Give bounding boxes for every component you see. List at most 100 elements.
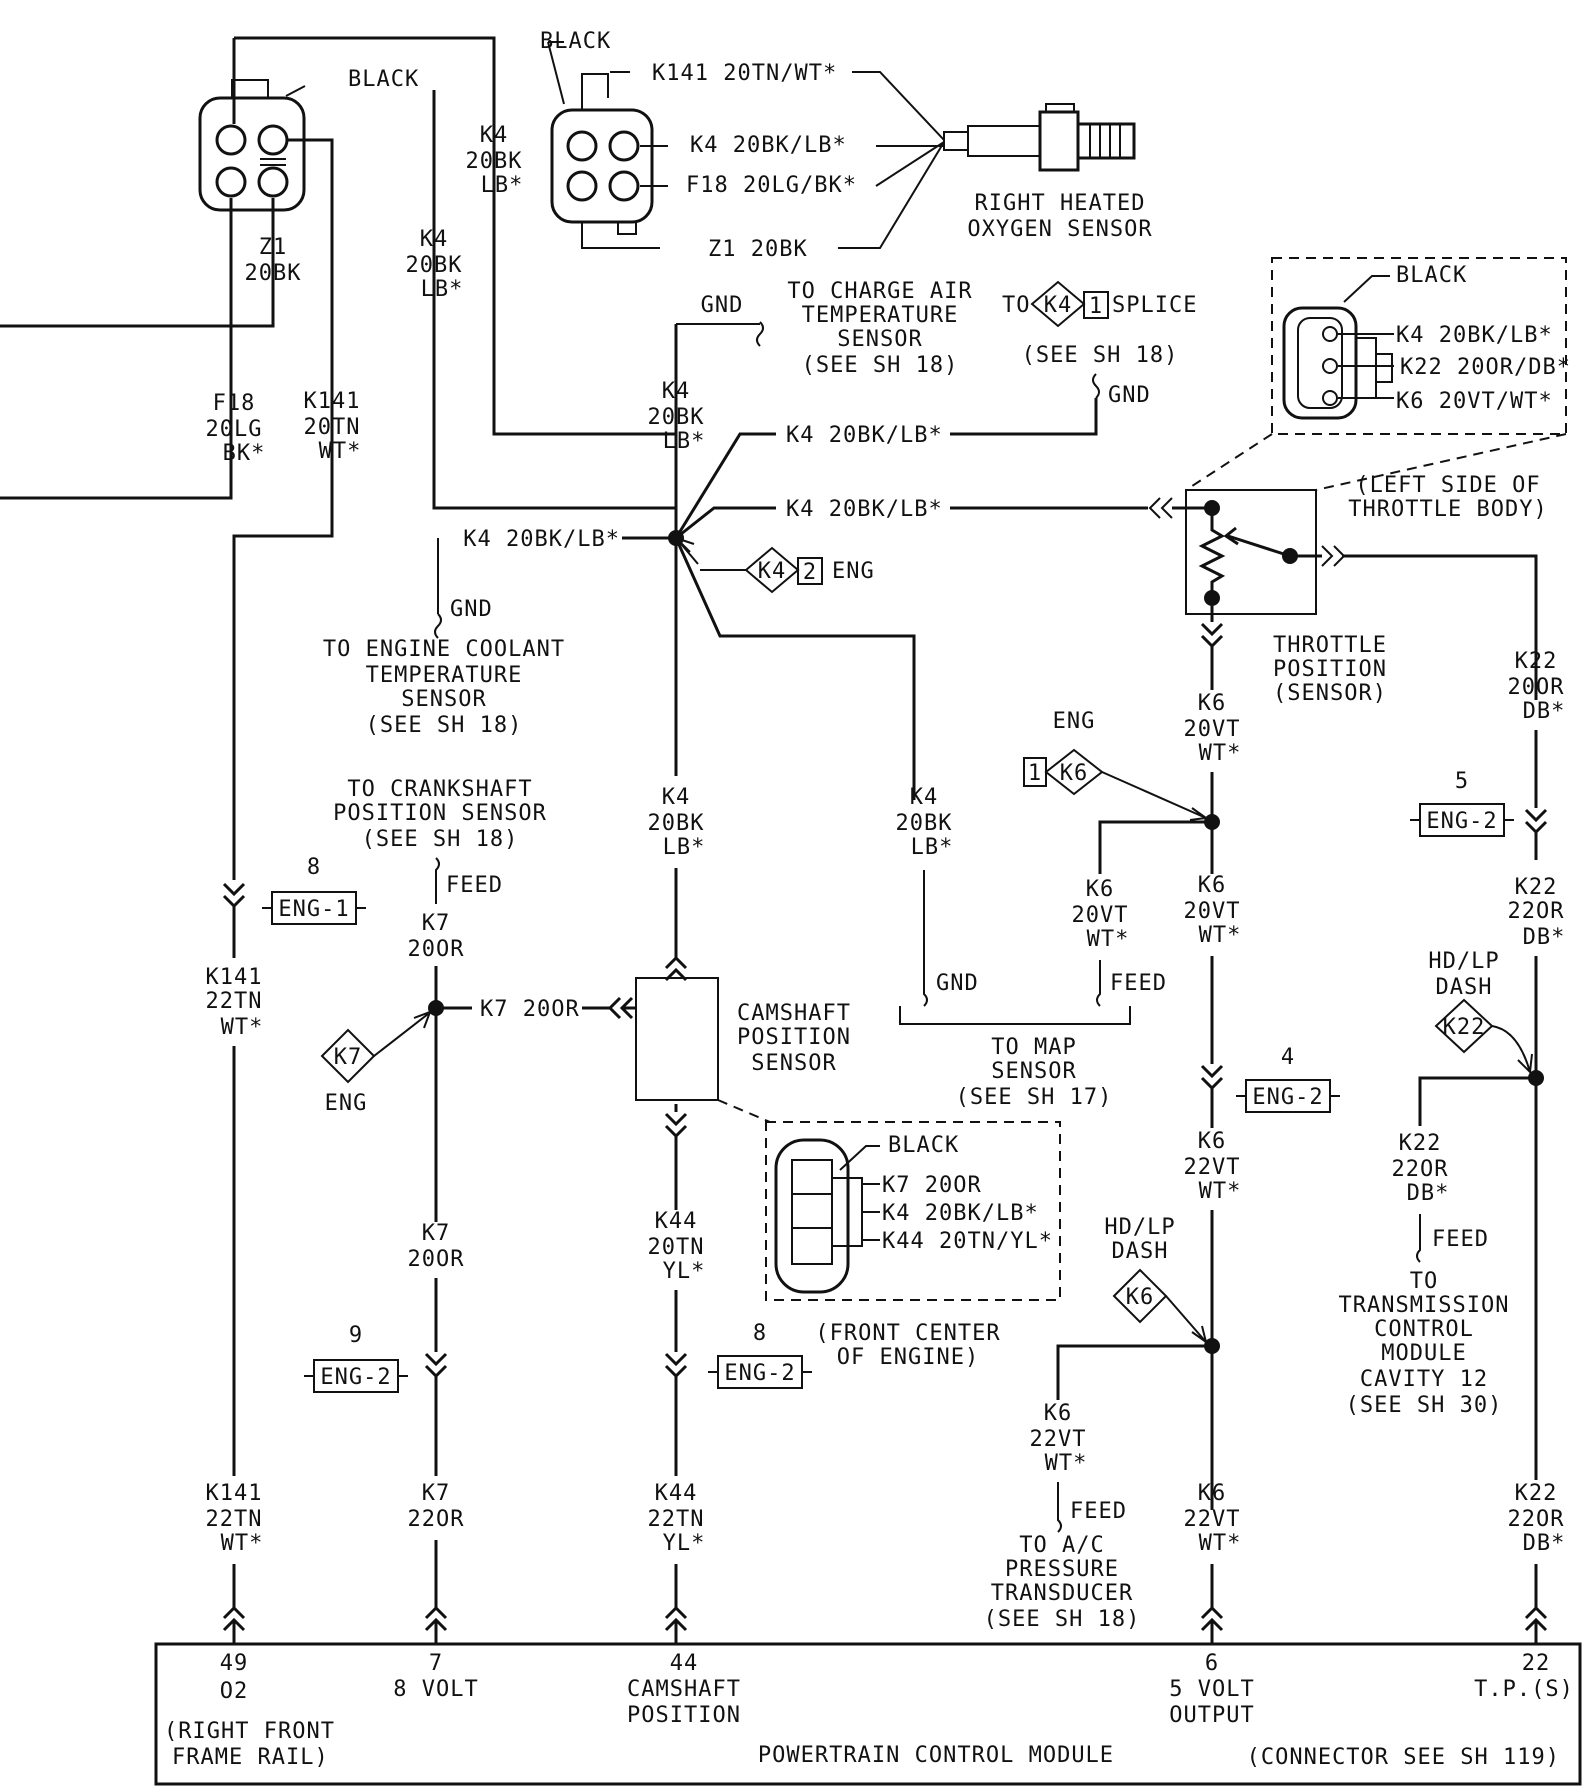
svg-text:YL*: YL* bbox=[663, 1531, 706, 1556]
k4-h3-label: K4 20BK/LB* bbox=[463, 527, 620, 552]
svg-text:7: 7 bbox=[429, 1651, 443, 1676]
svg-text:K6 20VT/WT*: K6 20VT/WT* bbox=[1396, 389, 1553, 414]
svg-text:20BK: 20BK bbox=[648, 405, 705, 430]
right-o2-pin-k4: K4 20BK/LB* bbox=[690, 133, 847, 158]
k22-b-label: K22 22OR DB* bbox=[1508, 875, 1566, 950]
svg-text:22TN: 22TN bbox=[648, 1507, 705, 1532]
tps-body bbox=[1172, 489, 1322, 615]
svg-text:6: 6 bbox=[1205, 1651, 1219, 1676]
gnd-charge-air: GND bbox=[701, 293, 744, 318]
tps-connector-inset: BLACK K4 20BK/LB* K22 20OR/DB* K6 20VT/W… bbox=[1271, 257, 1570, 435]
svg-text:K6: K6 bbox=[1126, 1285, 1155, 1310]
svg-text:FRAME RAIL): FRAME RAIL) bbox=[172, 1745, 329, 1770]
k6-map-label: K6 20VT WT* bbox=[1072, 877, 1130, 952]
cmp-connector-inset: BLACK K7 20OR K4 20BK/LB* K44 20TN/YL* bbox=[765, 1121, 1061, 1301]
svg-text:SENSOR: SENSOR bbox=[991, 1059, 1076, 1084]
k44-b-label: K44 22TN YL* bbox=[648, 1481, 706, 1556]
svg-text:DASH: DASH bbox=[1436, 975, 1493, 1000]
right-o2-pin-f18: F18 20LG/BK* bbox=[686, 173, 857, 198]
svg-text:2: 2 bbox=[803, 560, 817, 585]
svg-text:K22: K22 bbox=[1515, 649, 1558, 674]
k4-upper2-label: K4 20BK LB* bbox=[406, 227, 464, 302]
svg-text:WT*: WT* bbox=[1087, 927, 1130, 952]
eng-tag-k7: K7 ENG bbox=[320, 1010, 432, 1116]
wire-f18-left bbox=[0, 38, 236, 500]
svg-text:(SEE SH 18): (SEE SH 18) bbox=[362, 827, 519, 852]
k6-c-label: K6 22VT WT* bbox=[1184, 1129, 1242, 1204]
wire-z1-left bbox=[0, 198, 275, 328]
svg-text:OF ENGINE): OF ENGINE) bbox=[837, 1345, 979, 1370]
k7-b-label: K7 20OR bbox=[408, 1221, 464, 1272]
svg-text:22TN: 22TN bbox=[206, 1507, 263, 1532]
svg-text:(SEE SH 18): (SEE SH 18) bbox=[1022, 343, 1179, 368]
map-sensor-bracket bbox=[899, 1006, 1131, 1025]
svg-text:20LG: 20LG bbox=[206, 417, 263, 442]
svg-text:LB*: LB* bbox=[421, 277, 464, 302]
k22-tcm-label: K22 22OR DB* bbox=[1392, 1131, 1450, 1206]
svg-text:ENG-2: ENG-2 bbox=[1252, 1085, 1323, 1110]
svg-text:RIGHT HEATED: RIGHT HEATED bbox=[975, 191, 1146, 216]
svg-text:POSITION SENSOR: POSITION SENSOR bbox=[333, 801, 547, 826]
svg-text:TRANSMISSION: TRANSMISSION bbox=[1339, 1293, 1510, 1318]
svg-text:K4: K4 bbox=[420, 227, 449, 252]
svg-text:K141: K141 bbox=[304, 389, 361, 414]
tps-location: (LEFT SIDE OF THROTTLE BODY) bbox=[1348, 473, 1546, 522]
right-o2-connector: BLACK K141 20TN/WT* K4 20BK/LB* F18 20LG… bbox=[540, 29, 857, 262]
svg-text:TO: TO bbox=[1002, 293, 1031, 318]
svg-text:TO MAP: TO MAP bbox=[991, 1035, 1076, 1060]
svg-text:K6: K6 bbox=[1198, 873, 1227, 898]
svg-text:T.P.(S): T.P.(S) bbox=[1474, 1677, 1574, 1702]
gnd-splice: GND bbox=[1108, 383, 1151, 408]
tps-name: THROTTLE POSITION (SENSOR) bbox=[1273, 633, 1387, 706]
wire-k22-top bbox=[1342, 554, 1538, 700]
svg-text:WT*: WT* bbox=[1199, 741, 1242, 766]
eng2-k44: 8 ENG-2 bbox=[708, 1321, 812, 1389]
svg-text:22OR: 22OR bbox=[1508, 899, 1565, 924]
svg-text:(SEE SH 30): (SEE SH 30) bbox=[1346, 1393, 1503, 1418]
eng-tag-k6: ENG 1 K6 bbox=[1023, 709, 1209, 821]
svg-text:K7 20OR: K7 20OR bbox=[882, 1173, 982, 1198]
ac-note: TO A/C PRESSURE TRANSDUCER (SEE SH 18) bbox=[984, 1533, 1140, 1632]
svg-text:SENSOR: SENSOR bbox=[837, 327, 922, 352]
svg-text:O2: O2 bbox=[220, 1679, 249, 1704]
svg-text:K44 20TN/YL*: K44 20TN/YL* bbox=[882, 1229, 1053, 1254]
svg-text:(SENSOR): (SENSOR) bbox=[1273, 681, 1387, 706]
svg-text:TEMPERATURE: TEMPERATURE bbox=[802, 303, 959, 328]
svg-text:ENG: ENG bbox=[1053, 709, 1096, 734]
svg-text:BLACK: BLACK bbox=[888, 1133, 959, 1158]
svg-text:WT*: WT* bbox=[221, 1015, 264, 1040]
svg-text:22VT: 22VT bbox=[1030, 1427, 1087, 1452]
svg-text:(SEE SH 17): (SEE SH 17) bbox=[956, 1085, 1113, 1110]
svg-text:SENSOR: SENSOR bbox=[401, 687, 486, 712]
svg-text:K141: K141 bbox=[206, 965, 263, 990]
svg-text:K7: K7 bbox=[334, 1045, 363, 1070]
svg-text:K4: K4 bbox=[758, 559, 787, 584]
k4-cmp-label: K4 20BK LB* bbox=[648, 785, 705, 860]
pcm-location: (RIGHT FRONT FRAME RAIL) bbox=[164, 1719, 334, 1770]
svg-text:F18: F18 bbox=[213, 391, 256, 416]
svg-text:WT*: WT* bbox=[1199, 1179, 1242, 1204]
svg-text:4: 4 bbox=[1281, 1045, 1295, 1070]
k7-a-label: K7 20OR bbox=[408, 911, 464, 962]
svg-text:22: 22 bbox=[1522, 1651, 1551, 1676]
svg-text:K4: K4 bbox=[662, 785, 691, 810]
svg-text:20BK: 20BK bbox=[896, 811, 953, 836]
svg-text:K6: K6 bbox=[1198, 691, 1227, 716]
hdlp-tag-k22: HD/LP DASH K22 bbox=[1428, 949, 1533, 1075]
cmp-sensor-body bbox=[635, 977, 719, 1101]
k4-h1-label: K4 20BK/LB* bbox=[786, 423, 943, 448]
svg-text:ENG: ENG bbox=[832, 559, 875, 584]
svg-text:DB*: DB* bbox=[1523, 925, 1566, 950]
svg-text:K141: K141 bbox=[206, 1481, 263, 1506]
svg-text:PRESSURE: PRESSURE bbox=[1005, 1557, 1119, 1582]
wire-k4-left-down bbox=[432, 90, 676, 510]
pcm-name: POWERTRAIN CONTROL MODULE bbox=[758, 1743, 1114, 1768]
svg-text:ENG-2: ENG-2 bbox=[320, 1365, 391, 1390]
k6-a-label: K6 20VT WT* bbox=[1184, 691, 1242, 766]
pcm-pin-7: 7 8 VOLT bbox=[393, 1651, 477, 1702]
tcm-note: TO TRANSMISSION CONTROL MODULE CAVITY 12… bbox=[1339, 1269, 1510, 1418]
svg-text:K4 20BK/LB*: K4 20BK/LB* bbox=[882, 1201, 1039, 1226]
svg-text:K6: K6 bbox=[1198, 1129, 1227, 1154]
svg-text:DB*: DB* bbox=[1407, 1181, 1450, 1206]
svg-text:MODULE: MODULE bbox=[1381, 1341, 1466, 1366]
